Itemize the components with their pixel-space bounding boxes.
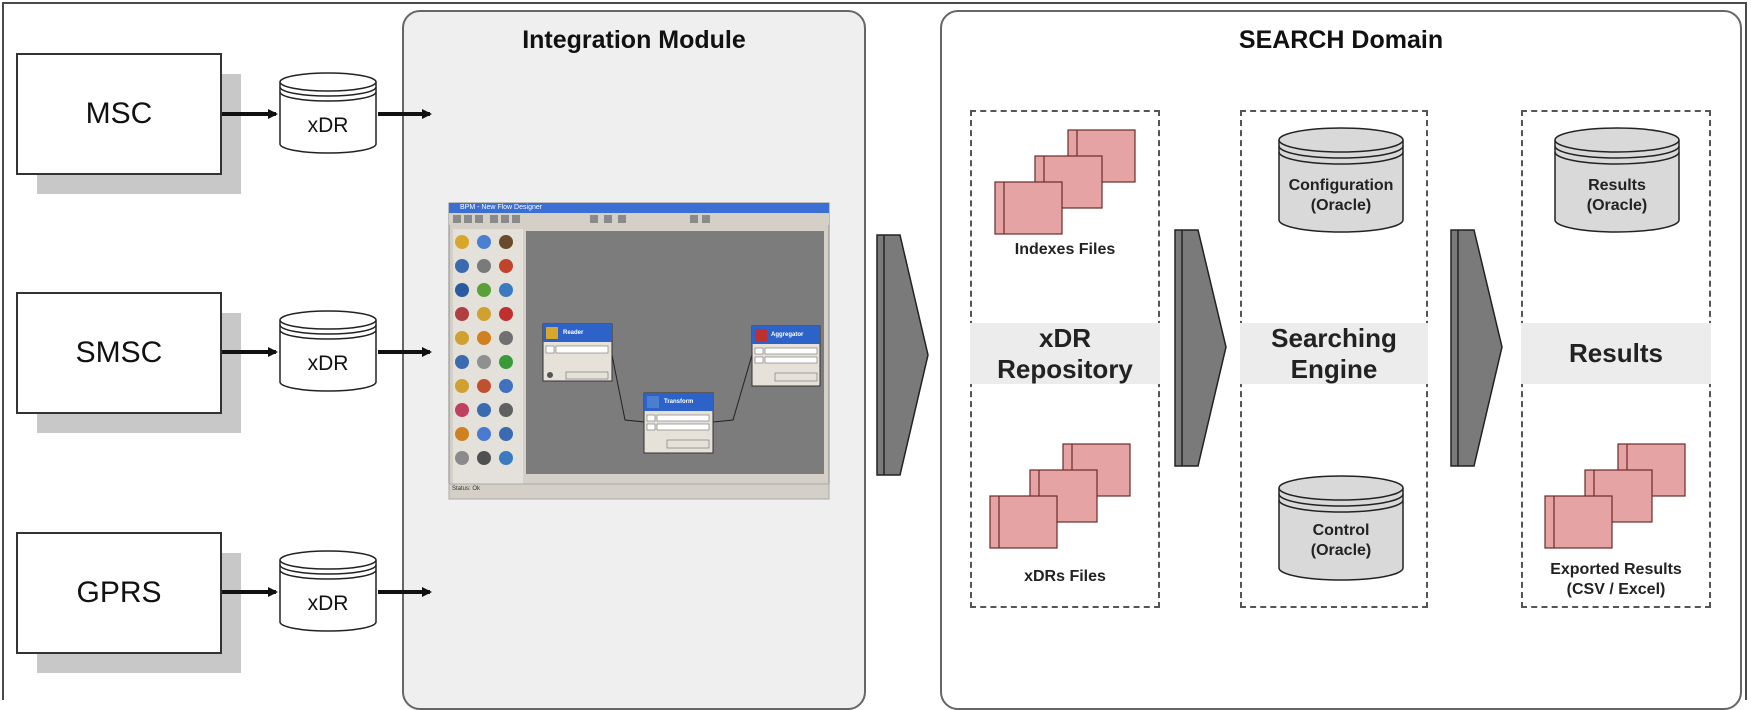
integration-module-title: Integration Module <box>522 26 746 54</box>
results-label: Results <box>1569 338 1663 368</box>
designer-status-text: Status: Ok <box>452 486 481 492</box>
diagram-frame <box>2 2 1747 700</box>
flow-designer-screenshot <box>448 202 830 500</box>
xdrs-files-icon <box>989 443 1131 549</box>
configuration-db-icon <box>1278 127 1404 233</box>
configuration-db-label: Configuration (Oracle) <box>1288 177 1394 214</box>
node-reader-title: Reader <box>563 330 584 336</box>
searching-engine-band: Searching Engine <box>1240 323 1428 384</box>
node-transform-title: Transform <box>664 399 694 405</box>
flow-arrow-repository-to-engine <box>1174 229 1227 467</box>
tool-palette-icons <box>455 235 513 465</box>
xdr-label-2: xDR <box>307 352 349 375</box>
control-db-label: Control (Oracle) <box>1310 522 1372 559</box>
control-db-icon <box>1278 475 1404 581</box>
results-db-label: Results (Oracle) <box>1586 177 1648 214</box>
flow-arrow-engine-to-results <box>1450 229 1503 467</box>
xdr-repository-band: xDR Repository <box>970 323 1160 384</box>
searching-engine-label: Searching Engine <box>1271 322 1397 384</box>
results-band: Results <box>1521 323 1711 384</box>
source-smsc-label: SMSC <box>75 336 163 369</box>
xdr-label-1: xDR <box>307 114 349 137</box>
xdr-cylinder-3 <box>279 550 377 632</box>
search-domain-title: SEARCH Domain <box>1238 26 1444 54</box>
exported-results-icon <box>1544 443 1686 549</box>
xdrs-files-caption: xDRs Files <box>1024 568 1106 585</box>
flow-arrow-module-to-search <box>876 234 929 476</box>
designer-window-title: BPM - New Flow Designer <box>460 204 543 211</box>
xdr-cylinder-2 <box>279 310 377 392</box>
node-aggregator-title: Aggregator <box>771 332 804 338</box>
indexes-files-icon <box>994 129 1136 235</box>
xdr-label-3: xDR <box>307 592 349 615</box>
indexes-files-caption: Indexes Files <box>1014 241 1116 258</box>
source-smsc: SMSC <box>16 292 222 414</box>
source-msc-label: MSC <box>85 97 153 130</box>
source-gprs: GPRS <box>16 532 222 654</box>
source-msc: MSC <box>16 53 222 175</box>
source-arrows <box>222 109 432 597</box>
results-db-icon <box>1554 127 1680 233</box>
exported-results-caption: Exported Results (CSV / Excel) <box>1550 561 1682 598</box>
source-gprs-label: GPRS <box>76 576 162 609</box>
xdr-repository-label: xDR Repository <box>997 322 1133 384</box>
xdr-cylinder-1 <box>279 72 377 154</box>
